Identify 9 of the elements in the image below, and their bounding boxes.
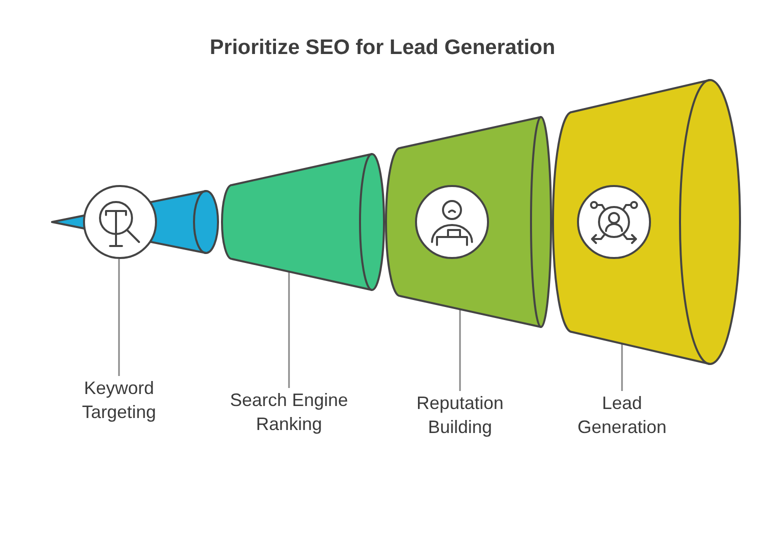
title: Prioritize SEO for Lead Generation xyxy=(208,35,556,61)
leader-line xyxy=(459,309,461,391)
stage-label: Reputation Building xyxy=(405,391,515,439)
leader-line xyxy=(288,272,290,388)
stage-label: Search Engine Ranking xyxy=(222,388,356,436)
leader-line xyxy=(621,344,623,391)
leader-line xyxy=(118,258,120,376)
stage-label: Lead Generation xyxy=(567,391,677,439)
stage-label: Keyword Targeting xyxy=(69,376,169,424)
